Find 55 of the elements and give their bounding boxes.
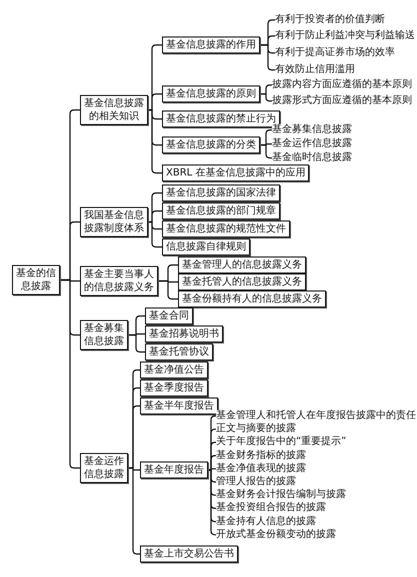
topic-text: 披露内容方面应遵循的基本原则 <box>272 79 412 91</box>
topic-text: 基金运作信息披露 <box>272 138 352 150</box>
topic-text: 基金财务会计报告编制与披露 <box>216 489 346 502</box>
connector-line <box>128 467 140 555</box>
topic-box: 基金半年度报告 <box>140 398 218 414</box>
topic-box: 基金合同 <box>145 308 193 324</box>
connector-line <box>260 44 275 71</box>
topic-box: 基金年度报告 <box>140 462 208 478</box>
connector-line <box>60 279 80 469</box>
topic-box: 基金信息披露的原则 <box>162 86 260 102</box>
topic-text: 有利于防止利益冲突与利益输送 <box>275 30 415 42</box>
topic-box: 基金信息披露的相关知识 <box>80 95 148 125</box>
topic-box: 基金信息披露的规范性文件 <box>162 220 290 238</box>
connector-line <box>260 93 272 102</box>
connector-line <box>260 144 272 159</box>
topic-text: 正文与摘要的披露 <box>216 423 296 436</box>
topic-box: 信息披露自律规则 <box>162 238 250 256</box>
topic-box: 基金信息披露的国家法律 <box>162 184 280 202</box>
topic-text: 开放式基金份额变动的披露 <box>216 528 336 541</box>
topic-text: 披露形式方面应遵循的基本原则 <box>272 95 412 107</box>
topic-text: 基金净值表现的披露 <box>216 462 306 475</box>
connector-line <box>148 109 162 174</box>
topic-text: 关于年度报告中的“重要提示” <box>216 436 346 448</box>
topic-text: 基金临时信息披露 <box>272 152 352 164</box>
connector-line <box>208 455 216 471</box>
topic-text: 基金财务指标的披露 <box>216 450 306 462</box>
topic-box: 基金信息披露的分类 <box>162 136 260 154</box>
topic-text: 基金募集信息披露 <box>272 124 352 136</box>
connector-line <box>208 469 216 536</box>
topic-text: 有利于提高证券市场的效率 <box>275 47 395 59</box>
topic-box: 基金管理人的信息披露义务 <box>178 256 306 274</box>
topic-text: 基金管理人和托管人在年度报告披露中的责任 <box>216 410 416 422</box>
topic-box: 基金主要当事人的信息披露义务 <box>80 266 158 296</box>
topic-box: 基金信息披露的作用 <box>162 36 260 54</box>
topic-text: 有效防止信用滥用 <box>275 64 355 76</box>
topic-text: 管理人报告的披露 <box>216 476 296 488</box>
topic-box: XBRL 在基金信息披露中的应用 <box>162 164 310 182</box>
topic-box: 基金上市交易公告书 <box>140 546 238 562</box>
topic-box: 基金信息披露的部门规章 <box>162 202 280 220</box>
topic-box: 基金募集信息披露 <box>80 320 128 350</box>
topic-box: 基金招募说明书 <box>145 326 223 342</box>
topic-text: 基金投资组合报告的披露 <box>216 502 326 514</box>
topic-box: 基金托管人的信息披露义务 <box>178 274 306 290</box>
topic-text: 基金持有人信息的披露 <box>216 516 316 528</box>
connector-line <box>148 221 162 248</box>
topic-box: 我国基金信息披露制度体系 <box>80 207 148 237</box>
topic-text: 有利于投资者的价值判断 <box>275 14 385 26</box>
topic-box: 基金的信息披露 <box>12 265 60 295</box>
connector-line <box>128 334 145 353</box>
topic-box: 基金份额持有人的信息披露义务 <box>178 290 326 308</box>
topic-box: 基金季度报告 <box>140 380 208 396</box>
topic-box: 基金净值公告 <box>140 362 208 378</box>
connector-line <box>158 280 178 300</box>
topic-box: 基金运作信息披露 <box>80 453 128 483</box>
topic-box: 基金托管协议 <box>145 344 213 360</box>
